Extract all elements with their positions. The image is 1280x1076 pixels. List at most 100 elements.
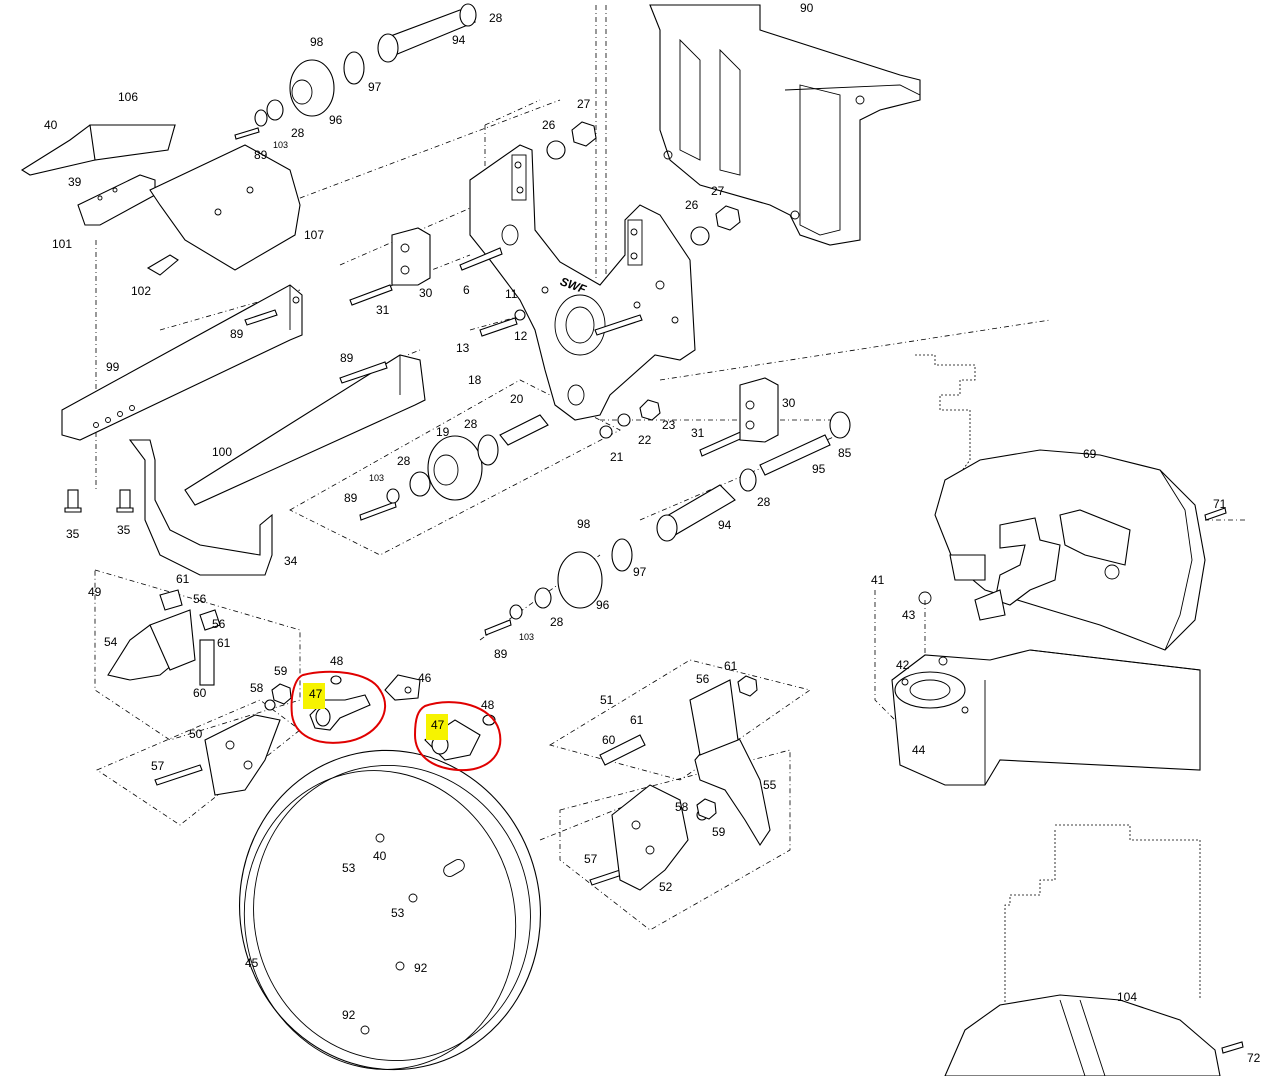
- label-59b: 59: [712, 825, 726, 839]
- label-102: 102: [131, 284, 151, 298]
- label-26b: 26: [685, 198, 699, 212]
- label-56: 56: [193, 592, 207, 606]
- callout-labels: 28 94 98 90 106 40 97 39 96 28 89 103 26…: [44, 1, 1261, 1065]
- label-35b: 35: [117, 523, 131, 537]
- hoop-ring-45: [239, 749, 541, 1071]
- label-72: 72: [1247, 1051, 1261, 1065]
- label-94: 94: [452, 33, 466, 47]
- long-bracket-99: [61, 284, 303, 441]
- label-47b: 47: [431, 718, 445, 732]
- label-89e: 89: [494, 647, 508, 661]
- label-107: 107: [304, 228, 324, 242]
- label-28d: 28: [397, 454, 411, 468]
- label-28: 28: [489, 11, 503, 25]
- label-58b: 58: [675, 800, 689, 814]
- label-56b: 56: [212, 617, 226, 631]
- label-20: 20: [510, 392, 524, 406]
- label-18: 18: [468, 373, 482, 387]
- label-60: 60: [193, 686, 207, 700]
- label-28c: 28: [464, 417, 478, 431]
- label-98: 98: [310, 35, 324, 49]
- label-92b: 92: [342, 1008, 356, 1022]
- label-89b: 89: [230, 327, 244, 341]
- label-44: 44: [912, 743, 926, 757]
- label-28f: 28: [550, 615, 564, 629]
- center-bracket: SWF: [469, 144, 696, 421]
- label-54: 54: [104, 635, 118, 649]
- label-52: 52: [659, 880, 673, 894]
- label-48b: 48: [481, 698, 495, 712]
- label-90: 90: [800, 1, 814, 15]
- label-99: 99: [106, 360, 120, 374]
- label-69: 69: [1083, 447, 1097, 461]
- label-60b: 60: [602, 733, 616, 747]
- label-97b: 97: [633, 565, 647, 579]
- label-53: 53: [342, 861, 356, 875]
- label-55: 55: [763, 778, 777, 792]
- label-89d: 89: [344, 491, 358, 505]
- label-96b: 96: [596, 598, 610, 612]
- label-57: 57: [151, 759, 165, 773]
- label-48: 48: [330, 654, 344, 668]
- clips-47: [309, 674, 496, 761]
- label-103c: 103: [519, 632, 534, 642]
- label-12: 12: [514, 329, 528, 343]
- red-circle-right: [413, 701, 502, 772]
- callout-highlights: [290, 670, 502, 772]
- label-30b: 30: [782, 396, 796, 410]
- label-6: 6: [463, 283, 470, 297]
- label-57b: 57: [584, 852, 598, 866]
- label-61b: 61: [217, 636, 231, 650]
- label-21: 21: [610, 450, 624, 464]
- label-97: 97: [368, 80, 382, 94]
- label-61c: 61: [724, 659, 738, 673]
- label-101: 101: [52, 237, 72, 251]
- hood-assembly: [20, 124, 301, 276]
- label-43: 43: [902, 608, 916, 622]
- highlight-47-right: [426, 714, 448, 740]
- red-circle-left: [290, 670, 386, 744]
- label-28b: 28: [291, 126, 305, 140]
- label-95: 95: [812, 462, 826, 476]
- label-30: 30: [419, 286, 433, 300]
- lever-assembly-left: [107, 589, 292, 796]
- label-96: 96: [329, 113, 343, 127]
- lever-assembly-right: [599, 675, 771, 891]
- label-89: 89: [254, 148, 268, 162]
- label-39: 39: [68, 175, 82, 189]
- label-46: 46: [418, 671, 432, 685]
- label-23: 23: [662, 418, 676, 432]
- label-35: 35: [66, 527, 80, 541]
- machine-body: [891, 449, 1221, 1076]
- label-11: 11: [505, 287, 518, 301]
- label-28e: 28: [757, 495, 771, 509]
- screws: [64, 127, 1244, 1054]
- label-103: 103: [273, 140, 288, 150]
- label-92: 92: [414, 961, 428, 975]
- highlight-47-left: [303, 683, 325, 709]
- label-59: 59: [274, 664, 288, 678]
- label-31: 31: [376, 303, 390, 317]
- label-13: 13: [456, 341, 470, 355]
- label-27: 27: [577, 97, 591, 111]
- label-100: 100: [212, 445, 232, 459]
- label-49: 49: [88, 585, 102, 599]
- handle-bracket-34: [128, 439, 273, 576]
- shaft-assemblies: [254, 3, 851, 620]
- blocks-30: [391, 227, 779, 443]
- label-61: 61: [176, 572, 190, 586]
- label-51: 51: [600, 693, 614, 707]
- label-71: 71: [1213, 497, 1227, 511]
- bracket-100: [184, 354, 426, 506]
- frame-bracket-90: [649, 4, 921, 246]
- label-45: 45: [245, 956, 259, 970]
- label-40: 40: [44, 118, 58, 132]
- label-58: 58: [250, 681, 264, 695]
- label-98b: 98: [577, 517, 591, 531]
- label-42: 42: [896, 658, 910, 672]
- label-27b: 27: [711, 184, 725, 198]
- label-26: 26: [542, 118, 556, 132]
- label-34: 34: [284, 554, 298, 568]
- label-56c: 56: [696, 672, 710, 686]
